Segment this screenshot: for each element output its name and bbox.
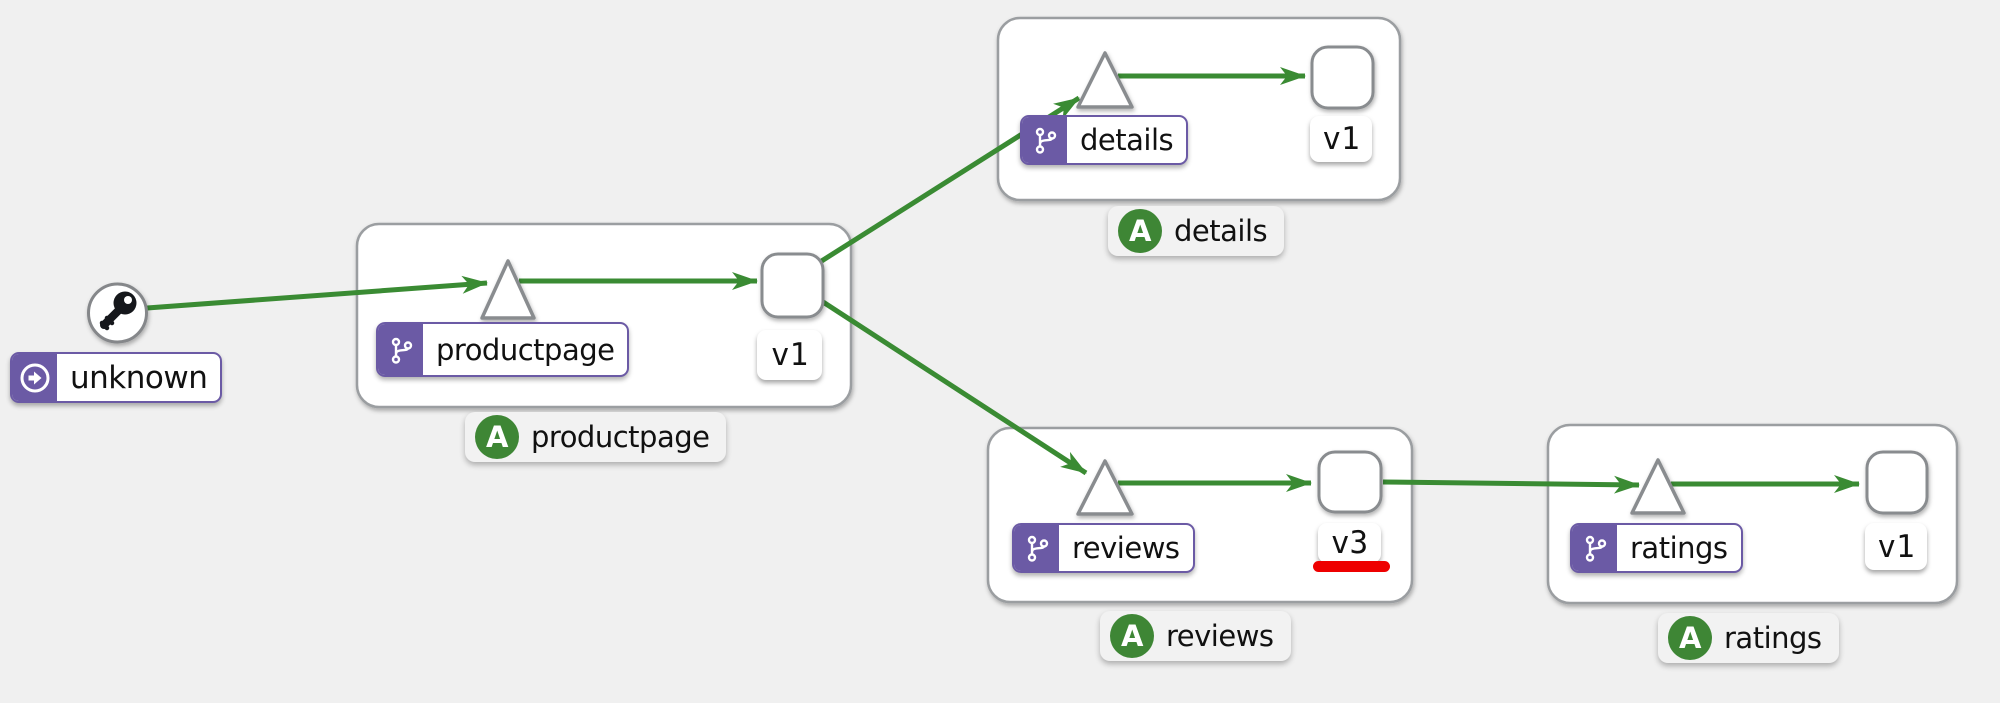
service-triangle-reviews[interactable] <box>1076 459 1134 516</box>
alert-underline <box>1313 561 1390 572</box>
app-badge-text: details <box>1174 214 1268 248</box>
code-branch-icon <box>1022 117 1067 163</box>
version-badge-reviews[interactable]: reviews <box>1012 523 1195 573</box>
app-letter-icon: A <box>1110 614 1154 658</box>
app-badge-text: reviews <box>1166 619 1274 653</box>
version-badge-details[interactable]: details <box>1020 115 1189 165</box>
version-badge-ratings[interactable]: ratings <box>1570 523 1743 573</box>
version-badge-text: details <box>1080 123 1174 157</box>
workload-version-label-productpage[interactable]: v1 <box>757 330 822 380</box>
app-badge-productpage[interactable]: A productpage <box>465 412 727 462</box>
workload-version-text: v3 <box>1330 525 1369 561</box>
workload-square-reviews-v3[interactable] <box>1317 450 1383 514</box>
app-letter-icon: A <box>1118 209 1162 253</box>
code-branch-icon <box>378 324 423 375</box>
app-badge-details[interactable]: A details <box>1108 206 1285 256</box>
arrow-right-circle-icon <box>12 354 57 401</box>
version-badge-text: reviews <box>1072 531 1180 565</box>
version-badge-text: ratings <box>1630 531 1728 565</box>
version-badge-text: productpage <box>436 332 615 367</box>
workload-square-productpage-v1[interactable] <box>760 252 825 319</box>
workload-version-label-details[interactable]: v1 <box>1310 116 1372 162</box>
workload-version-text: v1 <box>770 337 809 373</box>
unknown-label-text: unknown <box>70 359 208 396</box>
code-branch-icon <box>1572 525 1617 571</box>
edge-reviews-ratings[interactable] <box>1382 475 1640 494</box>
code-branch-icon <box>1014 525 1059 571</box>
workload-square-details-v1[interactable] <box>1310 45 1375 110</box>
key-icon <box>99 291 137 331</box>
service-triangle-productpage[interactable] <box>480 259 536 320</box>
service-triangle-ratings[interactable] <box>1630 458 1686 515</box>
version-badge-productpage[interactable]: productpage <box>376 322 630 377</box>
app-badge-text: ratings <box>1724 621 1822 655</box>
edge-unknown-productpage[interactable] <box>146 275 488 311</box>
node-label-unknown[interactable]: unknown <box>10 352 223 403</box>
workload-version-text: v1 <box>1322 121 1360 157</box>
app-badge-text: productpage <box>531 420 710 454</box>
workload-version-label-reviews[interactable]: v3 <box>1318 523 1381 563</box>
workload-version-label-ratings[interactable]: v1 <box>1865 523 1927 570</box>
service-triangle-details[interactable] <box>1076 51 1134 109</box>
app-letter-icon: A <box>475 415 519 459</box>
edge-productpage-reviews[interactable] <box>818 297 1088 476</box>
app-letter-icon: A <box>1668 616 1712 660</box>
workload-version-text: v1 <box>1877 528 1915 565</box>
workload-square-ratings-v1[interactable] <box>1865 450 1929 515</box>
app-badge-ratings[interactable]: A ratings <box>1658 613 1839 663</box>
app-badge-reviews[interactable]: A reviews <box>1100 611 1291 661</box>
